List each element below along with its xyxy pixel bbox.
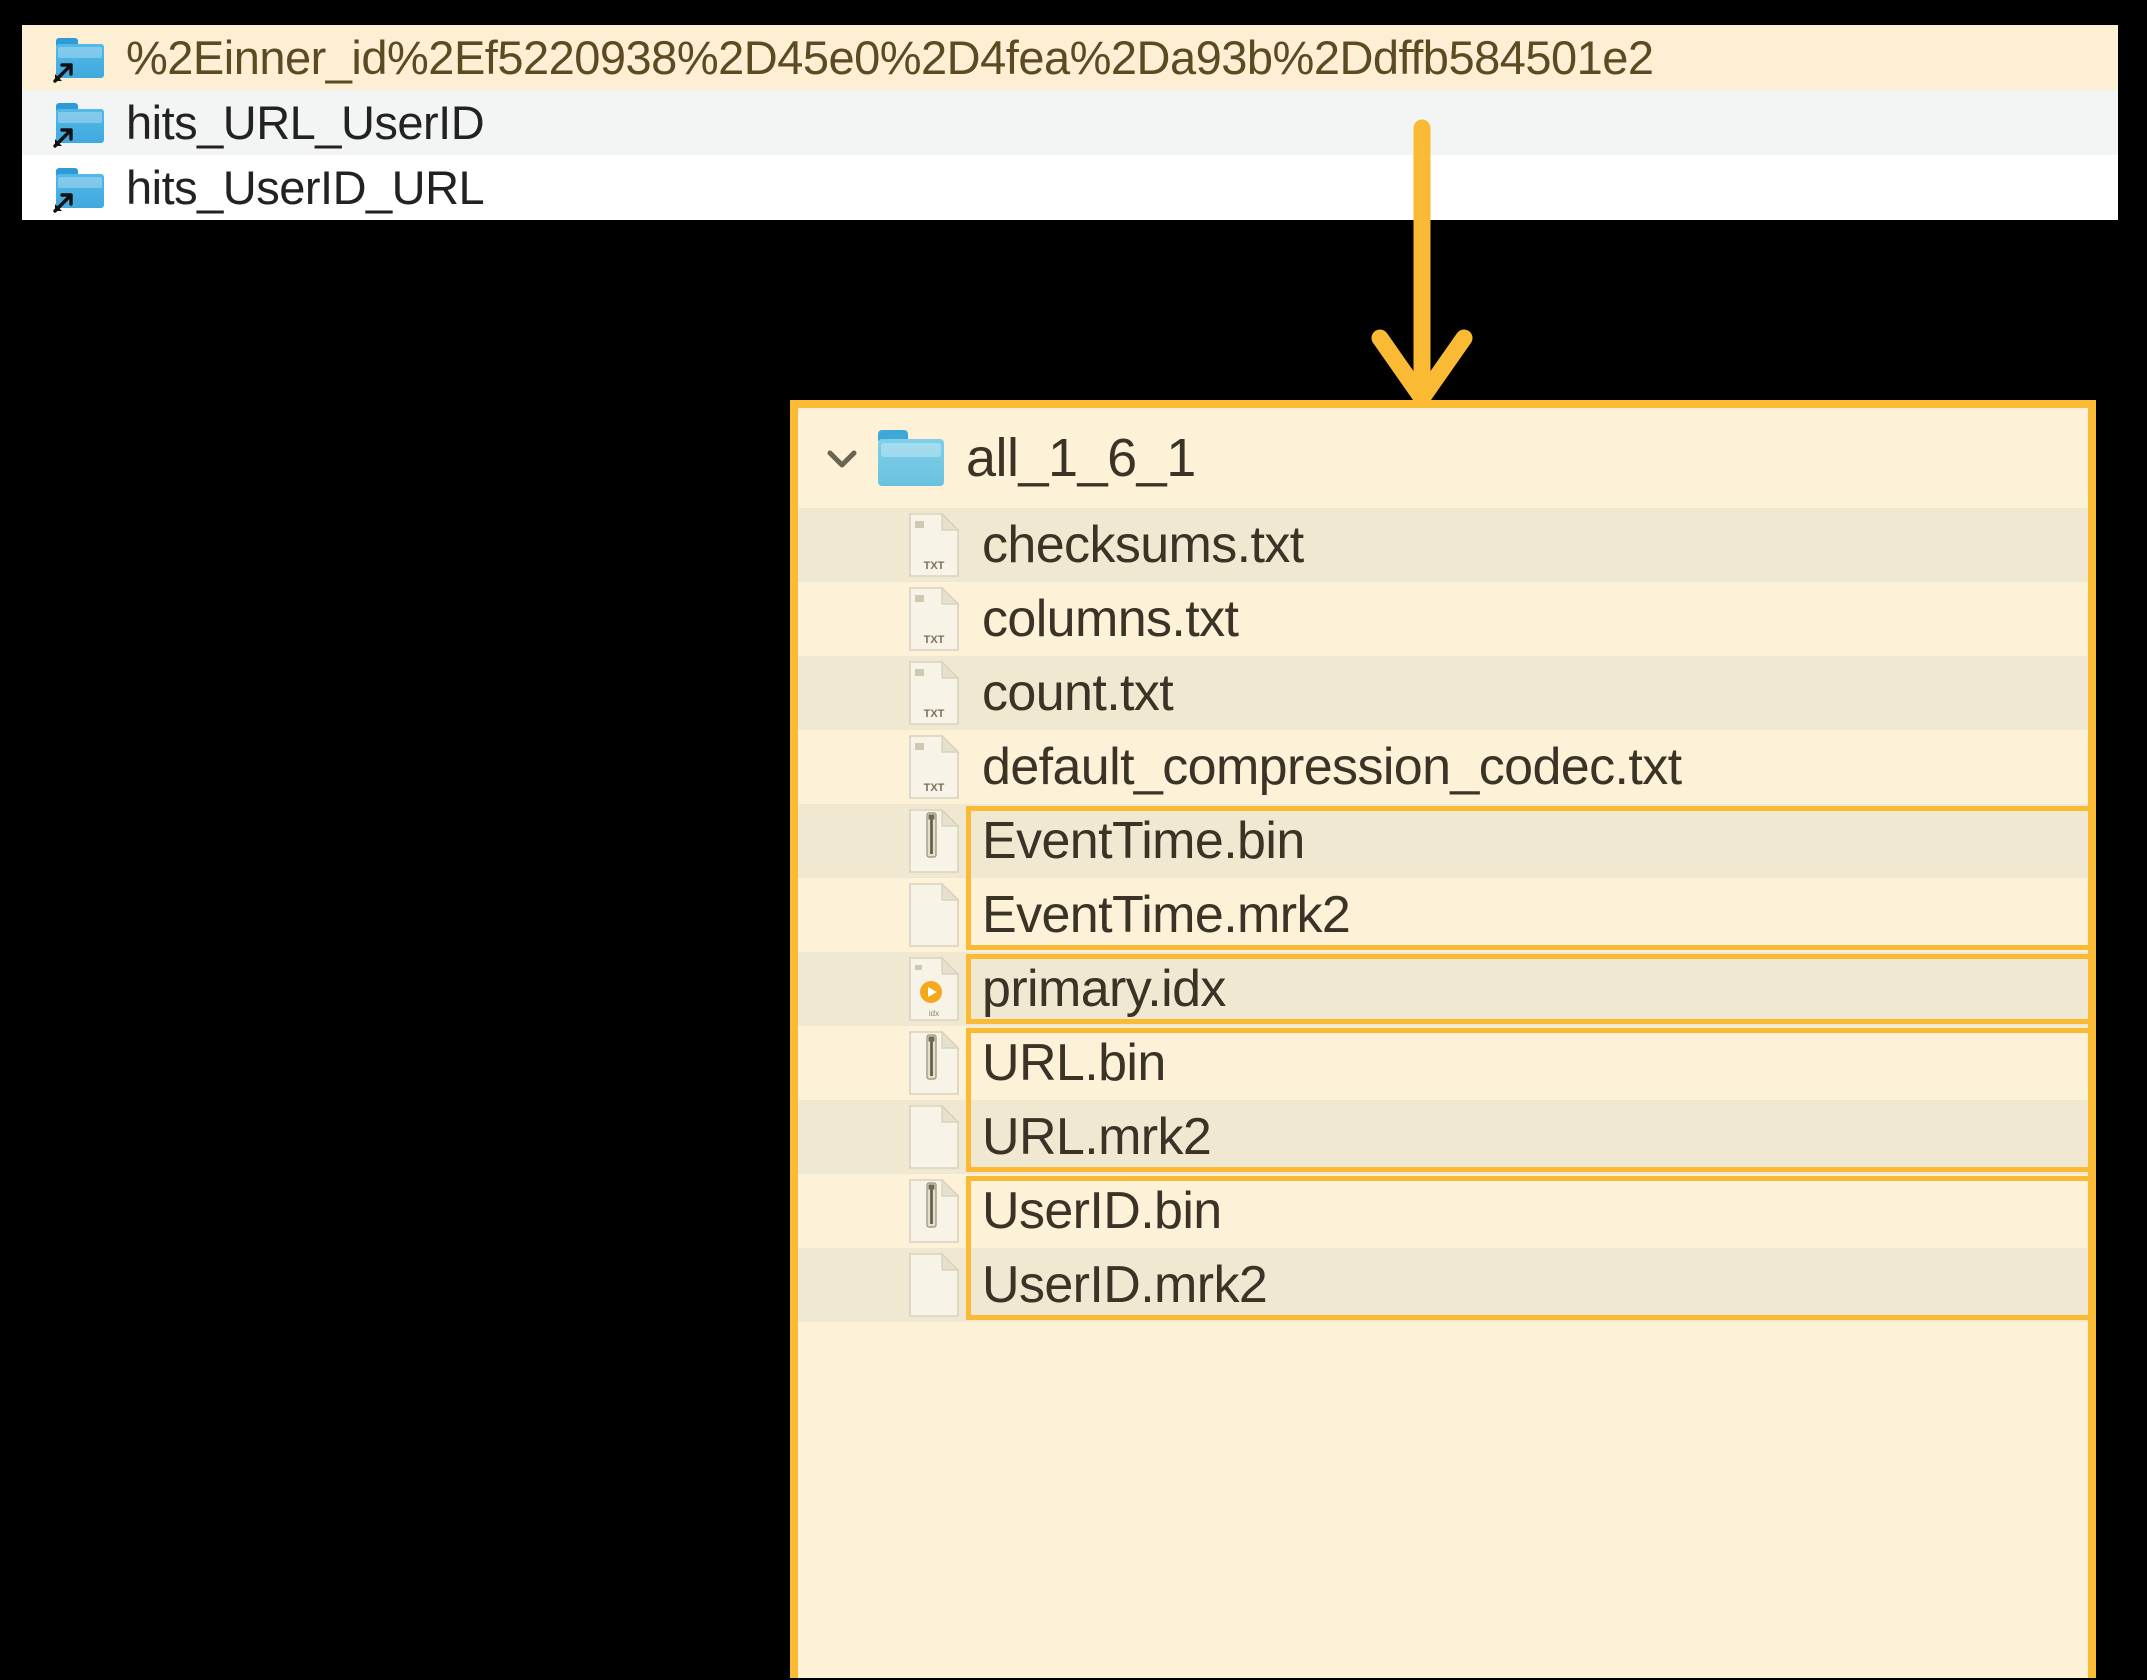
blank-file-icon	[908, 1104, 960, 1170]
tree-row[interactable]: hits_UserID_URL	[22, 155, 2118, 220]
file-name: default_compression_codec.txt	[982, 738, 1682, 796]
file-row[interactable]: UserID.mrk2	[798, 1248, 2088, 1322]
file-row[interactable]: EventTime.bin	[798, 804, 2088, 878]
directory-row-all_1_6_1[interactable]: all_1_6_1	[798, 408, 2088, 508]
tree-row[interactable]: hits_URL_UserID	[22, 90, 2118, 155]
tree-row-label: hits_URL_UserID	[126, 96, 485, 149]
txt-file-icon: TXT	[908, 586, 960, 652]
blank-file-icon	[908, 882, 960, 948]
file-name: EventTime.mrk2	[982, 886, 1351, 944]
file-name: URL.bin	[982, 1034, 1166, 1092]
svg-text:idx: idx	[929, 1009, 939, 1018]
file-row[interactable]: URL.bin	[798, 1026, 2088, 1100]
data-directory-panel: %2Einner_id%2Ef5220938%2D45e0%2D4fea%2Da…	[22, 25, 2118, 220]
tree-row[interactable]: %2Einner_id%2Ef5220938%2D45e0%2D4fea%2Da…	[22, 25, 2118, 90]
txt-file-icon: TXT	[908, 660, 960, 726]
file-row[interactable]: TXT checksums.txt	[798, 508, 2088, 582]
folder-shortcut-icon	[53, 167, 104, 213]
arrow-down-icon	[1371, 119, 1473, 407]
binary-file-icon	[908, 1030, 960, 1096]
tree-row-label: hits_UserID_URL	[126, 161, 485, 214]
directory-label: all_1_6_1	[966, 428, 1196, 488]
file-row[interactable]: TXT columns.txt	[798, 582, 2088, 656]
file-name: EventTime.bin	[982, 812, 1305, 870]
file-row[interactable]: EventTime.mrk2	[798, 878, 2088, 952]
binary-file-icon	[908, 808, 960, 874]
binary-file-icon	[908, 1178, 960, 1244]
blank-file-icon	[908, 1252, 960, 1318]
folder-shortcut-icon	[53, 102, 104, 148]
txt-file-icon: TXT	[908, 512, 960, 578]
svg-text:TXT: TXT	[924, 634, 945, 646]
file-name: count.txt	[982, 664, 1174, 722]
file-row[interactable]: UserID.bin	[798, 1174, 2088, 1248]
file-name: columns.txt	[982, 590, 1239, 648]
file-name: checksums.txt	[982, 516, 1304, 574]
file-name: URL.mrk2	[982, 1108, 1212, 1166]
file-name: primary.idx	[982, 960, 1226, 1018]
idx-file-icon: idx	[908, 956, 960, 1022]
svg-text:TXT: TXT	[924, 782, 945, 794]
file-row[interactable]: TXT count.txt	[798, 656, 2088, 730]
folder-open-icon	[878, 430, 944, 486]
txt-file-icon: TXT	[908, 734, 960, 800]
folder-shortcut-icon	[53, 37, 104, 83]
file-row[interactable]: TXT default_compression_codec.txt	[798, 730, 2088, 804]
file-row[interactable]: idx primary.idx	[798, 952, 2088, 1026]
svg-text:TXT: TXT	[924, 708, 945, 720]
file-row[interactable]: URL.mrk2	[798, 1100, 2088, 1174]
file-name: UserID.bin	[982, 1182, 1222, 1240]
tree-row-label: %2Einner_id%2Ef5220938%2D45e0%2D4fea%2Da…	[126, 31, 1654, 84]
chevron-down-icon[interactable]	[820, 436, 864, 480]
svg-text:TXT: TXT	[924, 560, 945, 572]
file-name: UserID.mrk2	[982, 1256, 1268, 1314]
